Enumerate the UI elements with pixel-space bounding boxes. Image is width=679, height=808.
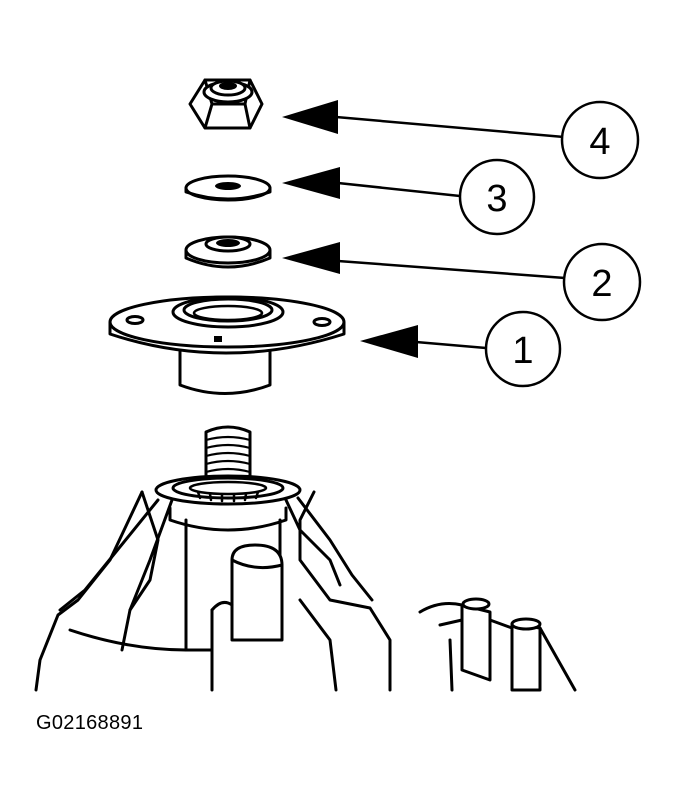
nut-part xyxy=(188,78,264,130)
callout-3: 3 xyxy=(282,158,536,236)
callout-arrow xyxy=(360,325,418,358)
callout-circle xyxy=(560,100,640,180)
callout-label-1: 1 xyxy=(512,330,533,372)
callout-arrow xyxy=(282,167,340,199)
upper-mount-part xyxy=(108,295,346,395)
callout-label-3: 3 xyxy=(486,178,507,220)
callout-label-2: 2 xyxy=(591,263,612,305)
callout-arrow xyxy=(282,242,340,274)
callout-2: 2 xyxy=(282,242,642,322)
strut-assembly xyxy=(34,425,577,692)
callout-label-4: 4 xyxy=(589,121,610,163)
callout-4: 4 xyxy=(282,100,640,180)
insulator-part xyxy=(184,235,272,269)
callout-circle xyxy=(484,310,562,388)
washer-part xyxy=(184,174,272,202)
callout-circle xyxy=(562,242,642,322)
figure-id-label: G02168891 xyxy=(36,712,144,734)
callout-arrow xyxy=(282,100,338,134)
callout-1: 1 xyxy=(360,310,562,388)
callout-circle xyxy=(458,158,536,236)
